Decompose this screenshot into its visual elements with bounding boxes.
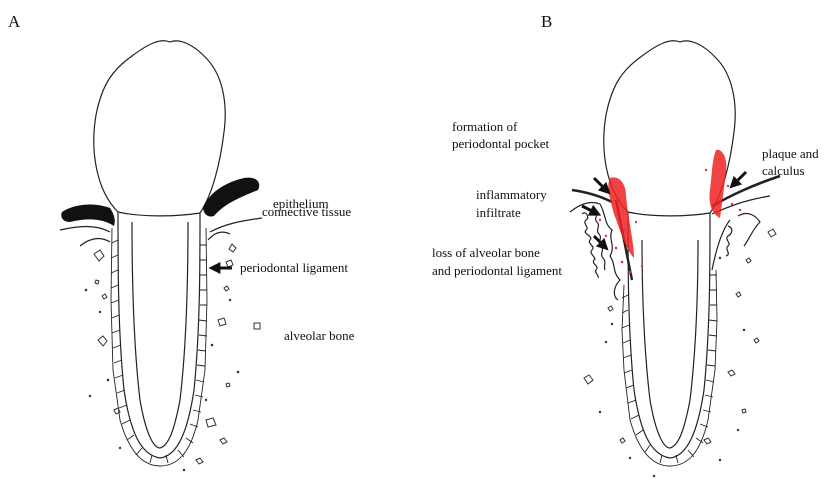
- label-periodontal-ligament: periodontal ligament: [240, 259, 348, 276]
- label-infiltrate-line1: inflammatory: [476, 186, 547, 203]
- label-pocket-line1: formation of: [452, 118, 517, 135]
- diseased-tooth: [570, 41, 780, 466]
- label-connective-tissue: connective tissue: [262, 203, 351, 220]
- epithelium-left: [61, 205, 115, 226]
- inflammation-red: [608, 150, 726, 258]
- label-infiltrate-line2: infiltrate: [476, 204, 521, 221]
- panel-label-b: B: [541, 12, 552, 32]
- label-pocket-line2: periodontal pocket: [452, 135, 549, 152]
- label-plaque-line1: plaque and: [762, 145, 819, 162]
- label-bone-loss-line2: and periodontal ligament: [432, 262, 562, 279]
- healthy-tooth: [60, 41, 262, 466]
- epithelium-right: [203, 178, 259, 217]
- tooth-crown-a: [94, 41, 225, 216]
- label-plaque-line2: calculus: [762, 162, 805, 179]
- panel-label-a: A: [8, 12, 20, 32]
- label-alveolar-bone: alveolar bone: [284, 327, 354, 344]
- pocket-arrow: [594, 178, 608, 192]
- label-bone-loss-line1: loss of alveolar bone: [432, 244, 540, 261]
- plaque-arrow: [732, 172, 746, 186]
